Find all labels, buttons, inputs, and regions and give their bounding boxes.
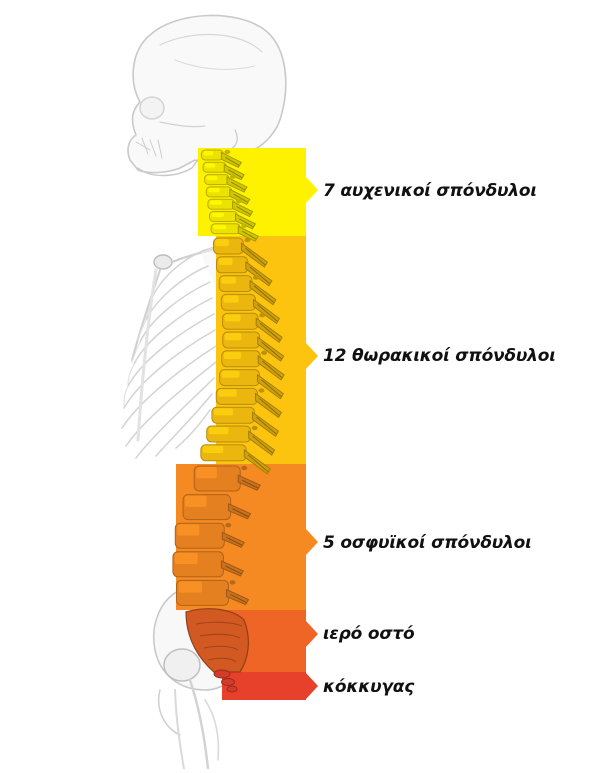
pubis — [158, 689, 181, 736]
vertebra-lumbar — [182, 494, 252, 521]
ischium — [204, 699, 220, 761]
vertebra-cervical — [200, 149, 242, 168]
vertebra-thoracic — [215, 387, 283, 419]
shoulder-joint — [153, 254, 173, 270]
eye-socket — [139, 96, 165, 120]
vertebra-lumbar — [193, 465, 261, 492]
vertebra-lumbar — [175, 579, 250, 606]
band-pointer-cervical — [306, 177, 318, 203]
coccyx-segment — [226, 685, 238, 693]
coccyx-segment — [221, 678, 235, 686]
vertebra-thoracic — [212, 237, 269, 268]
band-pointer-sacrum — [306, 621, 318, 647]
femur — [188, 678, 210, 771]
hip-socket — [163, 648, 201, 682]
band-pointer-thoracic — [306, 343, 318, 369]
vertebra-thoracic — [218, 275, 277, 306]
label-thoracic: 12 θωρακικοί σπόνδυλοι — [323, 346, 556, 366]
vertebra-thoracic — [222, 331, 285, 362]
sternum — [131, 269, 161, 361]
label-cervical: 7 αυχενικοί σπόνδυλοι — [323, 181, 537, 201]
vertebra-thoracic — [221, 350, 285, 381]
band-pointer-coccyx — [306, 673, 318, 699]
cheekbone — [159, 121, 206, 128]
vertebra-thoracic — [215, 256, 273, 287]
band-pointer-lumbar — [306, 529, 318, 555]
skull-detail — [174, 59, 256, 70]
vertebra-cervical — [204, 174, 248, 193]
vertebra-lumbar — [174, 522, 245, 549]
humerus — [136, 268, 158, 442]
vertebra-thoracic — [219, 369, 284, 400]
label-lumbar: 5 οσφυϊκοί σπόνδυλοι — [323, 533, 532, 553]
vertebra-thoracic — [206, 425, 276, 456]
sacrum-bone — [185, 608, 249, 673]
teeth — [135, 137, 163, 159]
vertebra-cervical — [207, 198, 254, 218]
sacrum-ridge — [195, 621, 243, 627]
vertebra-thoracic — [220, 293, 281, 325]
skull-suture — [159, 33, 263, 53]
label-sacrum: ιερό οστό — [323, 624, 415, 644]
vertebra-thoracic — [222, 312, 283, 343]
vertebral-column — [172, 149, 285, 693]
sacrum-ridge — [203, 645, 239, 651]
vertebra-cervical — [205, 186, 251, 205]
vertebra-cervical — [202, 161, 245, 181]
femur-back — [174, 689, 185, 770]
vertebra-cervical — [208, 211, 257, 230]
vertebra-thoracic — [211, 406, 280, 437]
label-coccyx: κόκκυγας — [323, 677, 415, 697]
sacrum-ridge — [207, 657, 237, 663]
vertebra-cervical — [210, 223, 259, 242]
band-coccyx — [222, 672, 306, 700]
sacrum-ridge — [199, 633, 241, 639]
vertebra-thoracic — [200, 444, 271, 475]
ribs — [121, 249, 217, 459]
jaw — [137, 149, 206, 177]
coccyx-segment — [213, 669, 231, 679]
vertebra-lumbar — [172, 551, 245, 578]
